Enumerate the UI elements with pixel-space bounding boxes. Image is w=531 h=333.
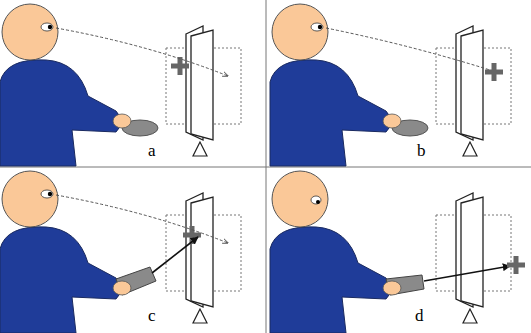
panel-letter: b [417,142,426,159]
panel-letter: a [148,142,156,159]
panel-letter: d [415,307,424,324]
panel-letter: c [148,307,156,324]
